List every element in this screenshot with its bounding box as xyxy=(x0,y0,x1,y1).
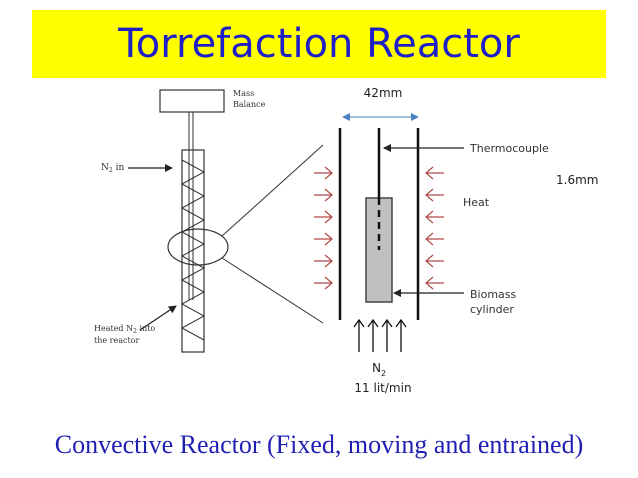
slide-caption: Convective Reactor (Fixed, moving and en… xyxy=(54,430,584,459)
n2-in-label: N xyxy=(101,163,109,173)
svg-text:1.6mm: 1.6mm xyxy=(556,173,598,187)
svg-text:Thermocouple: Thermocouple xyxy=(469,142,549,155)
wall-thickness-label: 1.6mm xyxy=(556,173,598,187)
svg-text:N2 in: N2 in xyxy=(101,163,124,174)
biomass-cylinder-label: cylinder xyxy=(470,303,514,316)
heat-arrow xyxy=(425,188,444,202)
width-dimension-label: 42mm xyxy=(364,86,403,100)
zoom-line-lower xyxy=(221,257,324,324)
svg-text:Heat: Heat xyxy=(463,196,490,209)
heat-arrow xyxy=(314,232,333,246)
n2-flow-arrows xyxy=(353,318,407,352)
flow-arrow xyxy=(395,318,407,352)
heated-n2-subscript: 2 xyxy=(133,328,137,335)
reactor-tube xyxy=(181,149,205,353)
svg-text:Mass: Mass xyxy=(233,89,254,98)
svg-text:N2: N2 xyxy=(372,361,386,378)
flow-rate-label: 11 lit/min xyxy=(354,381,411,395)
svg-text:cylinder: cylinder xyxy=(470,303,514,316)
heat-arrow xyxy=(425,210,444,224)
heat-arrow xyxy=(314,254,333,268)
biomass-cylinder-label: Biomass xyxy=(470,288,517,301)
heat-arrow xyxy=(314,166,333,180)
heat-arrow xyxy=(425,254,444,268)
heat-arrow xyxy=(314,188,333,202)
n2-in-subscript: 2 xyxy=(109,167,113,174)
mass-balance-label: Mass xyxy=(233,89,254,98)
left-reactor-schematic: Mass Balance N2 in Heated N2 into the re… xyxy=(94,89,324,353)
right-cross-section: 42mm xyxy=(314,86,598,395)
mass-balance-box xyxy=(159,89,225,113)
heat-arrow xyxy=(314,276,333,290)
flow-arrow xyxy=(367,318,379,352)
n2-flow-subscript: 2 xyxy=(381,369,386,378)
title-banner: Torrefaction Reactor xyxy=(32,10,606,78)
svg-text:Heated N2 into: Heated N2 into xyxy=(94,324,155,335)
heat-label: Heat xyxy=(463,196,490,209)
n2-flow-label: N xyxy=(372,361,381,375)
svg-text:the reactor: the reactor xyxy=(94,336,139,345)
heat-arrow xyxy=(425,232,444,246)
svg-text:11 lit/min: 11 lit/min xyxy=(354,381,411,395)
magnifier-ellipse xyxy=(167,228,229,266)
heated-n2-label: the reactor xyxy=(94,336,139,345)
thermocouple-label: Thermocouple xyxy=(469,142,549,155)
heat-arrows-left xyxy=(314,166,333,290)
heat-arrow xyxy=(314,210,333,224)
heat-arrows-right xyxy=(425,166,444,290)
flow-arrow xyxy=(353,318,365,352)
heated-n2-arrow xyxy=(139,305,177,331)
mass-balance-label: Balance xyxy=(233,100,266,109)
heated-n2-label: Heated N xyxy=(94,324,133,333)
zoom-line-upper xyxy=(221,144,324,237)
heat-arrow xyxy=(425,276,444,290)
page-title: Torrefaction Reactor xyxy=(118,21,520,67)
svg-text:Biomass: Biomass xyxy=(470,288,517,301)
heat-arrow xyxy=(425,166,444,180)
svg-text:Balance: Balance xyxy=(233,100,266,109)
heating-coil xyxy=(180,159,206,341)
heated-n2-label-tail: into xyxy=(137,324,155,333)
flow-arrow xyxy=(381,318,393,352)
n2-in-label-tail: in xyxy=(113,163,125,173)
svg-text:42mm: 42mm xyxy=(364,86,403,100)
